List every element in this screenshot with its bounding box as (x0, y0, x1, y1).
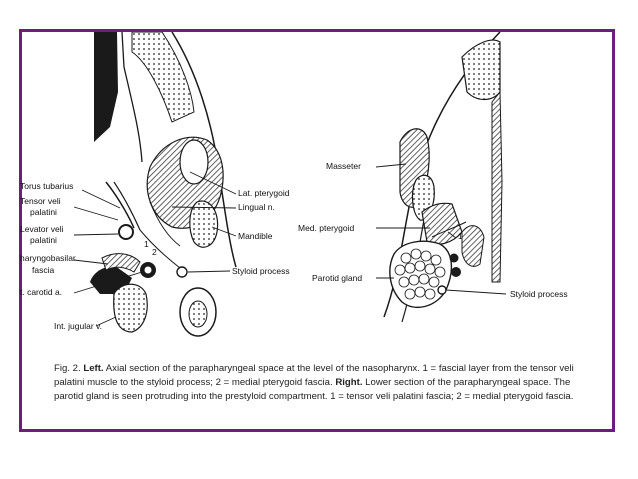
label-lingual-n: Lingual n. (238, 202, 275, 212)
label-int-carotid: t. carotid a. (20, 287, 63, 297)
left-section-drawing (73, 32, 237, 337)
anatomy-figure (73, 32, 507, 337)
label-tensor-veli-line2: palatini (30, 207, 57, 217)
label-fascia-2-left: 2 (152, 247, 157, 257)
slide-frame: Torus tubarius Tensor veli palatini Leva… (19, 29, 615, 432)
label-pharyngobasilar-line1: haryngobasilar (20, 253, 76, 263)
label-mandible: Mandible (238, 231, 273, 241)
right-section-drawing (375, 32, 507, 323)
caption-left-word: Left. (83, 363, 104, 374)
label-pharyngobasilar-line2: fascia (32, 265, 55, 275)
label-med-pterygoid: Med. pterygoid (298, 223, 355, 233)
label-levator-veli-line2: palatini (30, 235, 57, 245)
figure-caption: Fig. 2. Left. Axial section of the parap… (54, 362, 594, 404)
label-masseter: Masseter (326, 161, 361, 171)
caption-fig-number: Fig. 2. (54, 363, 81, 374)
caption-right-word: Right. (335, 377, 363, 388)
label-parotid-gland: Parotid gland (312, 273, 363, 283)
label-fascia-1-right: 1 (458, 231, 463, 241)
label-lat-pterygoid: Lat. pterygoid (238, 188, 290, 198)
caption-right-text: Lower section of the parapharyngeal spac… (54, 377, 574, 402)
label-fascia-1-left: 1 (144, 239, 149, 249)
label-styloid-process-left: Styloid process (232, 266, 290, 276)
caption-left-text: Axial section of the parapharyngeal spac… (54, 363, 574, 388)
label-levator-veli-line1: Levator veli (20, 224, 64, 234)
label-tensor-veli-line1: Tensor veli (20, 196, 61, 206)
label-int-jugular: Int. jugular v. (54, 321, 103, 331)
label-torus-tubarius: Torus tubarius (20, 181, 74, 191)
label-styloid-process-right: Styloid process (510, 289, 568, 299)
